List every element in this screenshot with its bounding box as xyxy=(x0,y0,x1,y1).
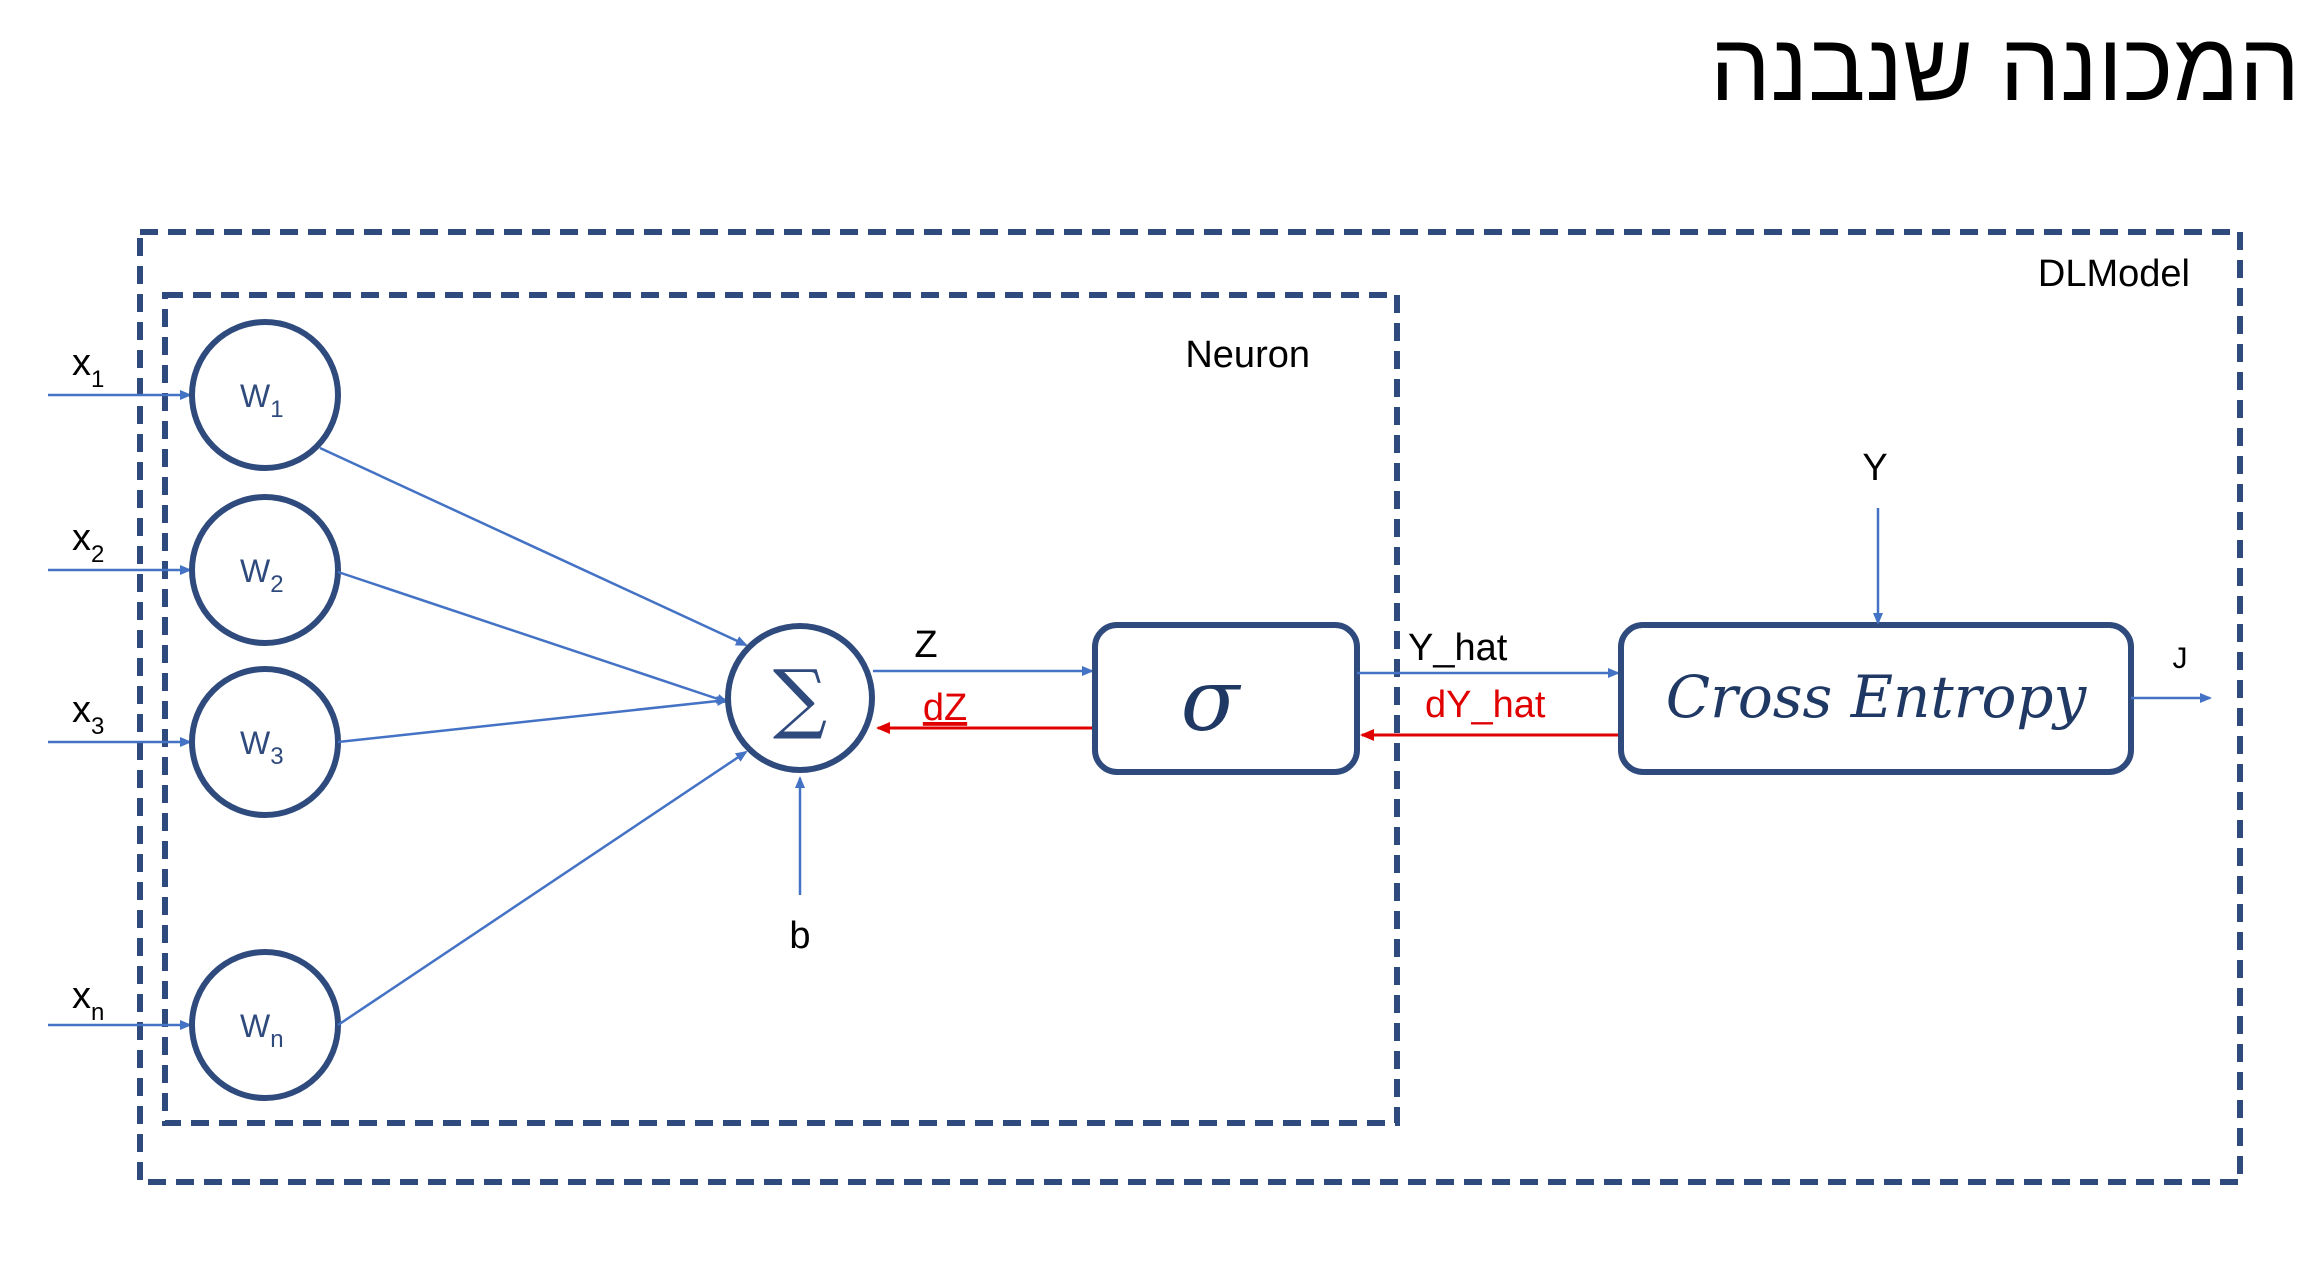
input-x3-sub: 3 xyxy=(91,713,104,740)
svg-text:Wn: Wn xyxy=(240,1008,284,1053)
weight-wn-name: W xyxy=(240,1008,271,1044)
dz-label: dZ xyxy=(923,687,967,729)
svg-text:W1: W1 xyxy=(240,378,284,423)
weight-w2-name: W xyxy=(240,553,271,589)
sigma-symbol: σ xyxy=(1181,651,1242,751)
input-xn: xn xyxy=(48,975,192,1030)
svg-text:W2: W2 xyxy=(240,553,284,598)
z-label: Z xyxy=(914,624,937,666)
input-xn-name: x xyxy=(72,975,91,1017)
weight-node-wn: Wn xyxy=(189,949,341,1101)
input-x2: x2 xyxy=(48,517,192,575)
weight-node-w3: W3 xyxy=(189,666,341,818)
svg-text:xn: xn xyxy=(72,975,104,1026)
svg-text:x3: x3 xyxy=(72,689,104,740)
j-label: J xyxy=(2173,642,2188,675)
slide-title: המכונה שנבנה xyxy=(1710,14,2300,121)
cross-entropy-box: Cross Entropy xyxy=(1618,622,2134,775)
weight-wn-sub: n xyxy=(270,1026,283,1053)
svg-text:W3: W3 xyxy=(240,725,284,770)
weight-node-w2: W2 xyxy=(189,494,341,646)
sum-symbol: ∑ xyxy=(773,653,827,742)
svg-text:x2: x2 xyxy=(72,517,104,568)
weight-w3-sub: 3 xyxy=(270,743,283,770)
bias-label: b xyxy=(789,915,810,957)
edge-w2-to-sum xyxy=(337,570,729,704)
edge-w1-to-sum xyxy=(319,446,748,647)
edge-wn-to-sum xyxy=(337,750,748,1027)
weight-w1-name: W xyxy=(240,378,271,414)
sigmoid-box: σ xyxy=(1092,622,1360,775)
y-label: Y xyxy=(1862,447,1887,489)
input-x2-sub: 2 xyxy=(91,541,104,568)
dyhat-label: dY_hat xyxy=(1425,684,1546,726)
yhat-label: Y_hat xyxy=(1408,627,1508,669)
weight-w3-name: W xyxy=(240,725,271,761)
weight-node-w1: W1 xyxy=(189,319,341,471)
neuron-box xyxy=(162,292,1400,1126)
input-x1: x1 xyxy=(48,342,192,400)
sum-node: ∑ xyxy=(725,623,875,773)
input-x3: x3 xyxy=(48,689,192,747)
cross-entropy-label: Cross Entropy xyxy=(1666,663,2088,731)
input-x3-name: x xyxy=(72,689,91,731)
weight-w1-sub: 1 xyxy=(270,396,283,423)
edge-w3-to-sum xyxy=(337,696,729,744)
input-x1-name: x xyxy=(72,342,91,384)
weight-w2-sub: 2 xyxy=(270,571,283,598)
input-xn-sub: n xyxy=(91,999,104,1026)
neuron-label: Neuron xyxy=(1185,334,1310,376)
svg-text:x1: x1 xyxy=(72,342,104,393)
input-x2-name: x xyxy=(72,517,91,559)
dlmodel-box xyxy=(137,229,2243,1185)
input-x1-sub: 1 xyxy=(91,366,104,393)
dlmodel-label: DLModel xyxy=(2038,253,2190,295)
